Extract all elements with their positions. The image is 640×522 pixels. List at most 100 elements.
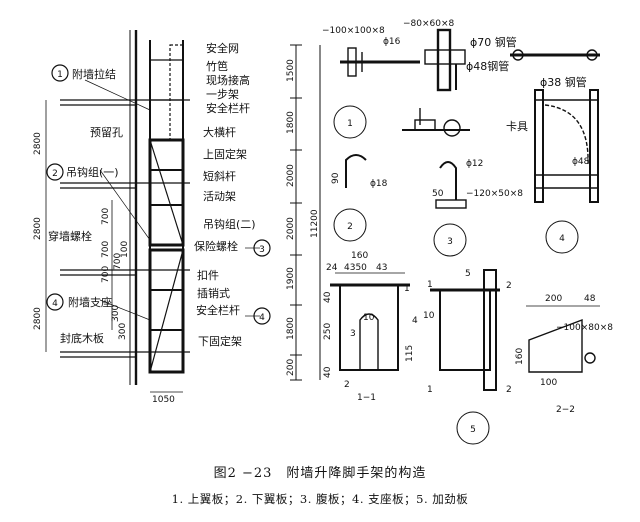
construction-diagram: 1 2 4 3 4 安全网 竹笆 现场接高 一步架 安全栏杆 附墙拉结 大横杆 … [33, 19, 613, 445]
dim-text: 1500 [286, 59, 296, 82]
dim-text: 24 [326, 263, 338, 273]
side-pipe-l [534, 89, 544, 203]
callout-circle [253, 239, 271, 257]
leader [84, 79, 151, 111]
dim-text: 300 [111, 305, 121, 322]
leader [99, 299, 151, 321]
dim-text: 250 [323, 323, 333, 340]
dim-text: 300 [118, 323, 128, 340]
label-big-cross-bar: 大横杆 [203, 125, 236, 139]
label-through-bolt: 穿墙螺栓 [48, 229, 92, 243]
figure-caption: 图2 −23 附墙升降脚手架的构造 [213, 466, 427, 481]
label-plate-a: −100×100×8 [322, 26, 385, 36]
circle-num: 1 [347, 119, 353, 129]
label-bottom-board: 封底木板 [60, 331, 104, 345]
left-circle-numbers: 1 2 4 3 4 [52, 70, 265, 323]
leader [99, 169, 151, 241]
detail-circle-1 [333, 105, 367, 139]
detail-circle-3 [433, 223, 467, 257]
label-plate-b: −80×60×8 [403, 19, 455, 29]
label-dim-90: 90 [331, 172, 341, 184]
end-ring [512, 49, 524, 61]
plate [347, 47, 357, 77]
slot [359, 313, 379, 370]
dim-text: 115 [405, 345, 415, 362]
detail-circle-2 [333, 208, 367, 242]
support-plate [439, 289, 491, 371]
mark: 1 [427, 280, 433, 290]
callout-circle [253, 307, 271, 325]
callout-circle [51, 64, 69, 82]
label-d12: ϕ12 [466, 159, 483, 169]
dim-text: 700 [101, 266, 111, 283]
circle-num: 4 [259, 313, 265, 323]
dim-text: 1900 [286, 267, 296, 290]
middle-dimension-texts: 1500 1800 2000 2000 1900 1800 200 11200 [286, 59, 320, 376]
pipe-section [443, 119, 461, 137]
mark: 2 [506, 281, 512, 291]
label-dim-50: 50 [432, 189, 444, 199]
hook-12 [439, 161, 457, 200]
dim-text: 11200 [310, 209, 320, 238]
clamp [414, 119, 436, 131]
hook-18 [345, 154, 367, 188]
label-bar-16: ϕ16 [383, 37, 401, 47]
figure-legend: 1. 上翼板；2. 下翼板；3. 腹板；4. 支座板；5. 加劲板 [171, 492, 469, 506]
label-lower-frame: 下固定架 [198, 334, 242, 348]
dim-text: 2800 [33, 307, 43, 330]
dim-text: 48 [584, 294, 596, 304]
pipe [483, 269, 497, 391]
diagonal-brace [149, 139, 184, 246]
detail-2-3-drawing [333, 154, 467, 257]
detail-circle-5 [456, 411, 490, 445]
dim-text: 10 [423, 311, 435, 321]
label-one-step: 一步架 [206, 88, 239, 101]
part-label: 2 [344, 380, 350, 390]
label-wall-support: 附墙支座 [68, 295, 112, 309]
circle-num: 1 [57, 70, 63, 80]
label-pipe-70: ϕ70 钢管 [470, 35, 517, 49]
detail-5-drawing [430, 269, 600, 445]
label-safety-net: 安全网 [206, 41, 239, 55]
dim-text: 40 [323, 366, 333, 378]
label-plate-c: −120×50×8 [466, 189, 523, 199]
label-pipe-48: ϕ48钢管 [466, 59, 509, 73]
circle-num: 2 [52, 169, 58, 179]
plate-120 [435, 199, 467, 209]
detail-tr-drawing [510, 49, 600, 254]
mark: 1 [427, 385, 433, 395]
circle-num: 4 [559, 234, 565, 244]
label-plate-d: −100×80×8 [556, 323, 613, 333]
mark: 2 [506, 385, 512, 395]
label-movable-frame: 活动架 [203, 190, 236, 203]
dim-text: 1050 [152, 395, 175, 405]
arc-dash [544, 104, 589, 166]
label-safety-bolt: 保险螺栓 [194, 239, 238, 253]
label-bamboo: 竹笆 [206, 59, 228, 73]
pipe-70 [436, 28, 452, 92]
label-hook-2: 吊钩组(二) [203, 217, 256, 231]
label-guardrail-bottom: 安全栏杆 [196, 303, 240, 317]
label-pin-insert: 插销式 [197, 286, 230, 300]
detail-circle-numbers: 1 2 3 4 5 [347, 119, 565, 435]
callout-circle [46, 163, 64, 181]
circle-num: 2 [347, 222, 353, 232]
circle-num: 3 [447, 237, 453, 247]
label-upper-frame: 上固定架 [203, 147, 247, 161]
dim-text: 4350 [344, 263, 367, 273]
movable-frame-box [148, 138, 185, 247]
dim-text: 700 [101, 241, 111, 258]
plate-80 [424, 49, 466, 65]
web-plate [339, 284, 399, 371]
part-label: 4 [412, 316, 418, 326]
label-pipe-38: ϕ38 钢管 [540, 75, 587, 89]
label-wall-tie: 附墙拉结 [72, 67, 116, 81]
side-pipe-r [589, 89, 599, 203]
dim-text: 200 [286, 359, 296, 376]
label-hook-1: 吊钩组(一) [66, 165, 119, 179]
label-d48: ϕ48 [572, 157, 590, 167]
dim-text: 2800 [33, 217, 43, 240]
part-label: 3 [350, 329, 356, 339]
dim-text: 2800 [33, 132, 43, 155]
